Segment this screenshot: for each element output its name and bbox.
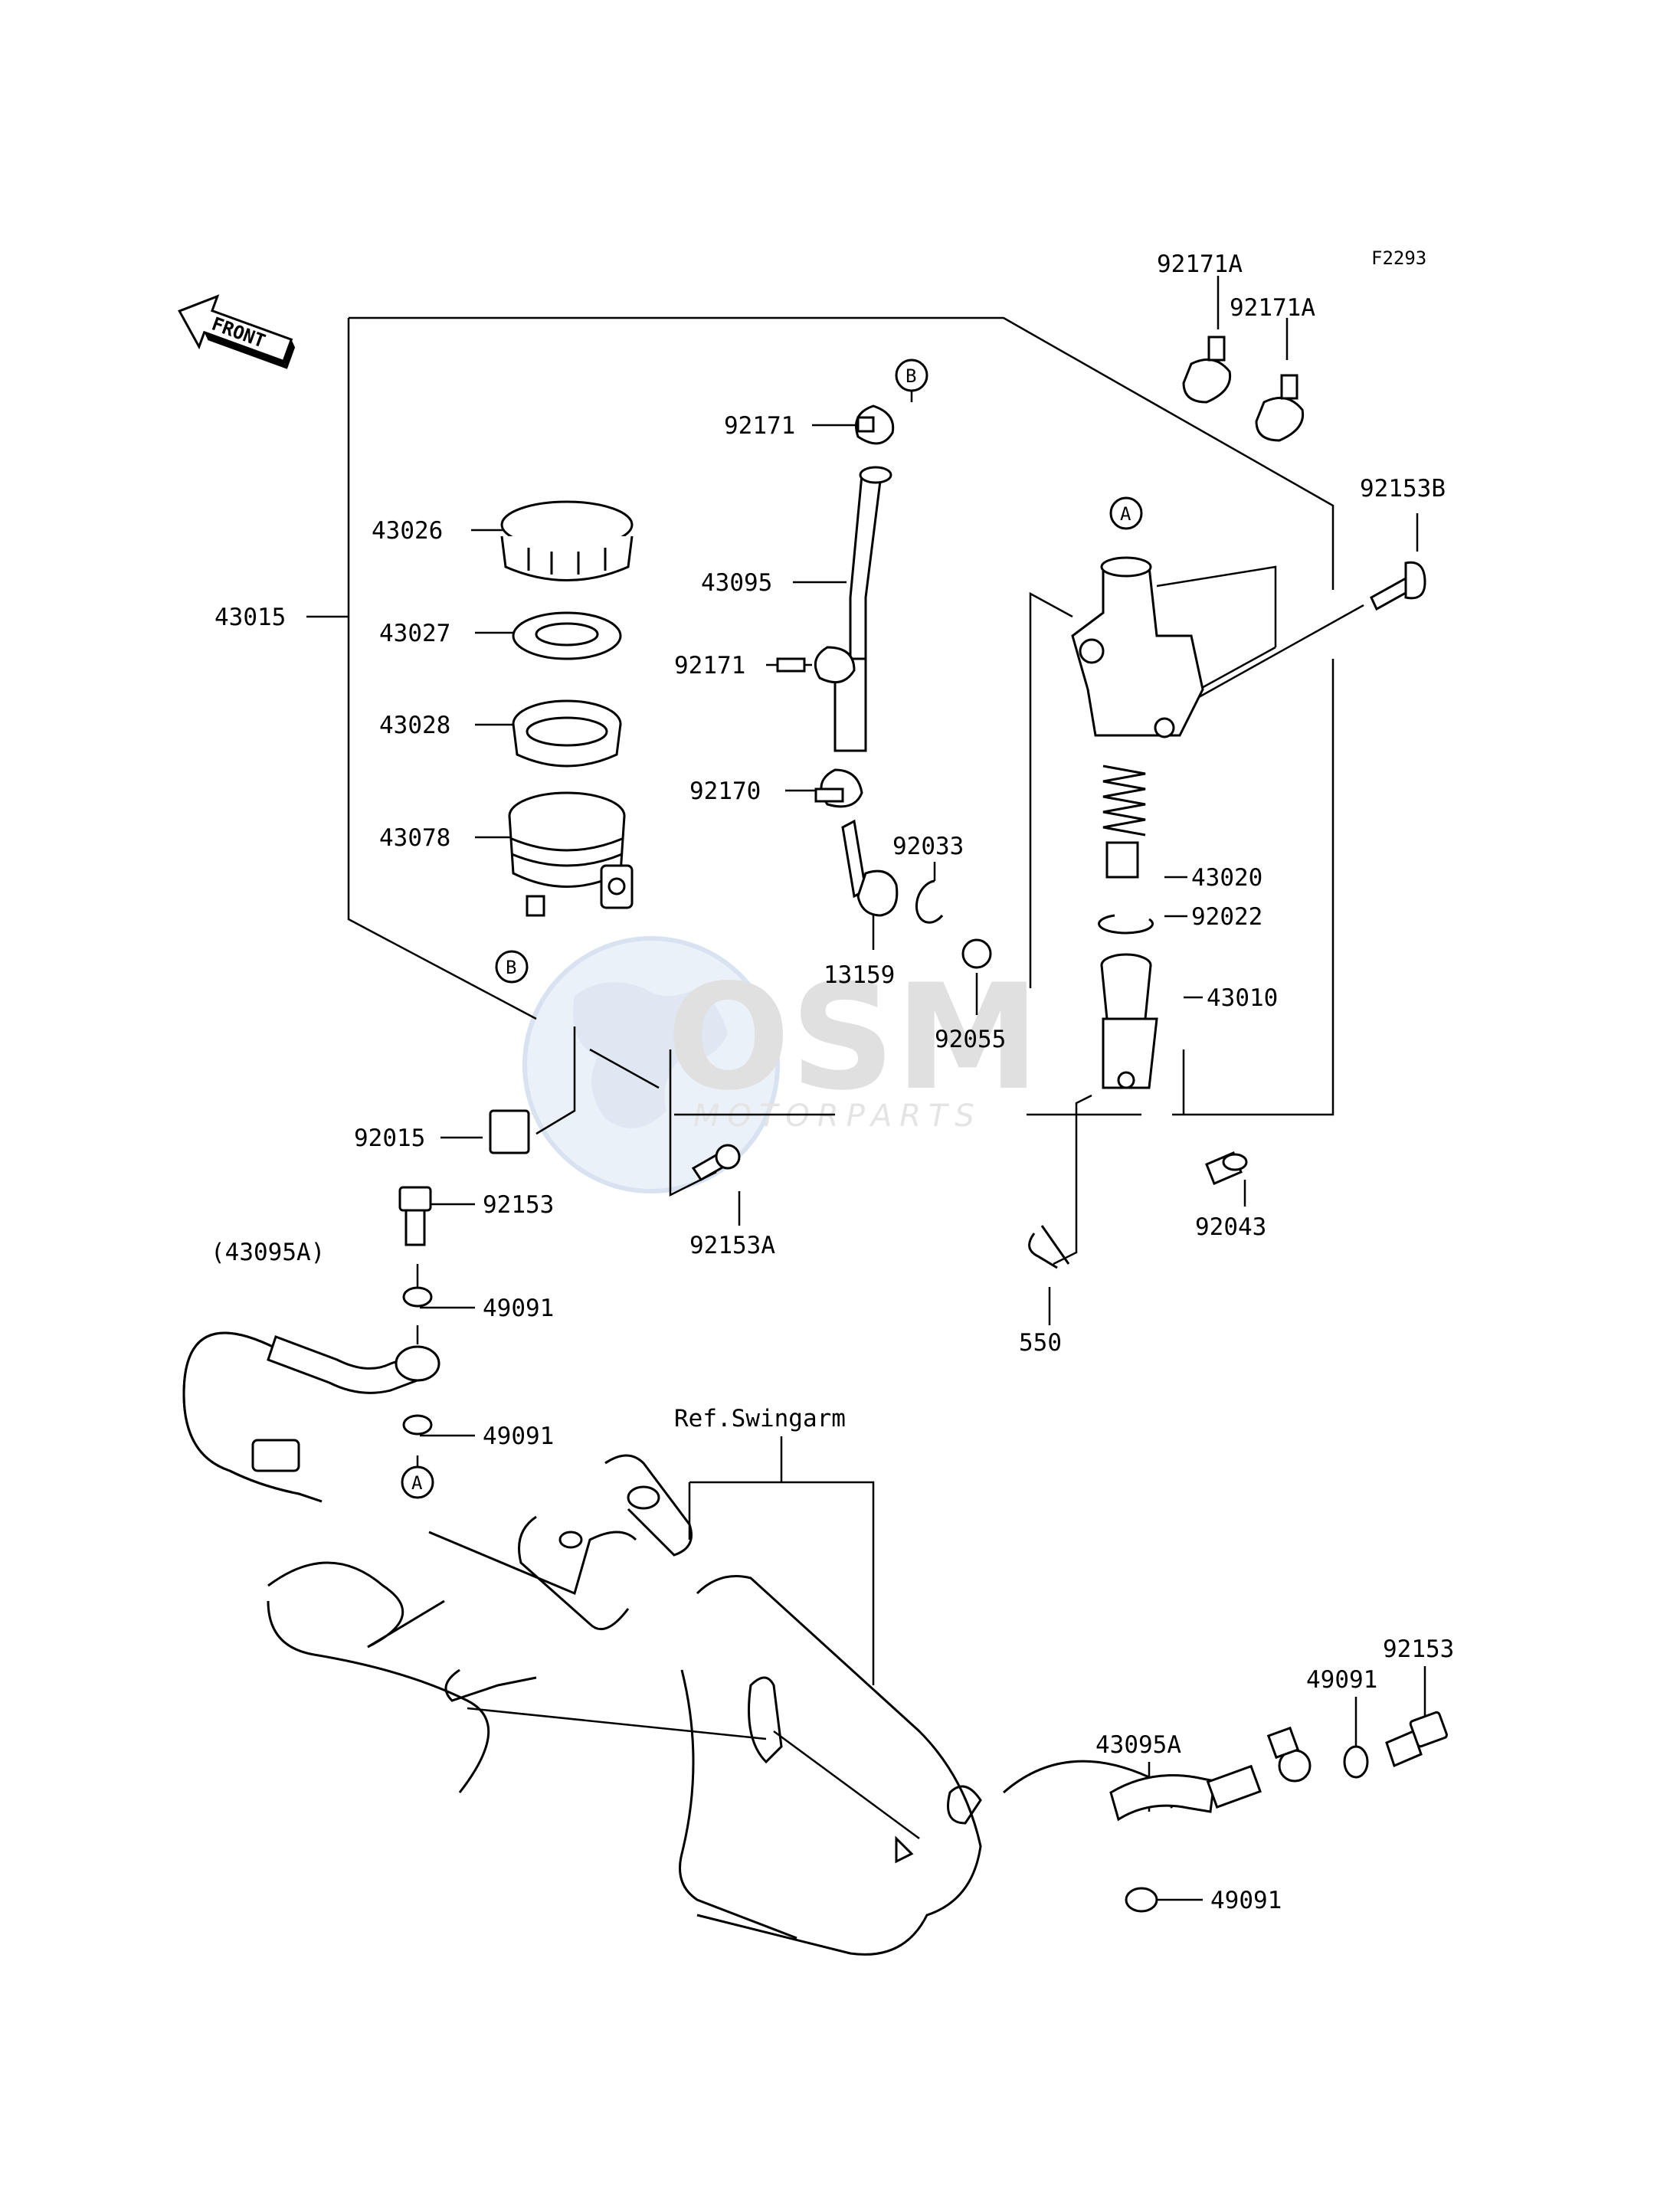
label-92171A-1: 92171A — [1157, 250, 1243, 278]
washer-49091-4 — [1125, 1887, 1158, 1913]
callout-b-bottom-label: B — [506, 957, 516, 978]
label-49091-1: 49091 — [483, 1295, 554, 1322]
callout-a-bottom: A — [401, 1465, 434, 1499]
label-92043: 92043 — [1195, 1213, 1266, 1241]
label-92153-top: 92153 — [483, 1191, 554, 1219]
label-43015: 43015 — [215, 604, 286, 631]
washer-49091-3 — [1343, 1745, 1369, 1779]
callout-a-top-label: A — [1120, 503, 1131, 525]
label-92170: 92170 — [689, 778, 761, 805]
banjo-bolt-92153-bot — [1385, 1711, 1448, 1768]
callout-b-bottom: B — [495, 950, 529, 984]
label-92171A-2: 92171A — [1230, 294, 1315, 322]
spring-43020 — [1102, 765, 1146, 879]
connector-13159 — [841, 819, 899, 917]
label-92015: 92015 — [354, 1125, 425, 1152]
label-92055: 92055 — [935, 1026, 1006, 1053]
reservoir-43078 — [508, 791, 634, 917]
swingarm-ref — [267, 1454, 1174, 1956]
diaphragm-plate-43027 — [512, 611, 622, 660]
washer-49091-2 — [402, 1414, 433, 1436]
pin-92043 — [1205, 1151, 1248, 1185]
cotter-pin-550 — [1028, 1225, 1070, 1269]
label-92033: 92033 — [892, 833, 964, 860]
label-92171-mid: 92171 — [674, 652, 745, 679]
watermark-sub: MOTORPARTS — [693, 1098, 982, 1134]
callout-b-top: B — [895, 359, 928, 392]
piston-43010 — [1100, 953, 1158, 1089]
label-92171-top: 92171 — [724, 412, 795, 440]
label-43095: 43095 — [701, 569, 772, 597]
label-43010: 43010 — [1207, 984, 1278, 1012]
label-92153A: 92153A — [689, 1232, 775, 1259]
circlip-92033 — [915, 879, 944, 924]
callout-b-top-label: B — [905, 365, 916, 387]
o-ring-92055 — [961, 938, 992, 969]
bolt-92153A — [691, 1144, 741, 1181]
master-cylinder-body — [1071, 556, 1204, 738]
front-arrow-icon: FRONT — [178, 294, 296, 369]
circlip-92022 — [1098, 914, 1154, 935]
banjo-bolt-92153-top — [398, 1186, 432, 1246]
label-43078: 43078 — [379, 824, 450, 852]
part-labels: 92171A 92171A 92153B 92171 43026 43015 4… — [211, 250, 1454, 1914]
clamp-92170 — [814, 768, 863, 808]
watermark: OSM MOTORPARTS — [522, 936, 1040, 1193]
hose-43095A-ref — [182, 1331, 440, 1503]
label-43095A-ref: (43095A) — [211, 1239, 325, 1266]
bolt-92153B — [1370, 561, 1426, 611]
label-49091-4: 49091 — [1210, 1887, 1282, 1914]
callout-a-bottom-label: A — [411, 1472, 423, 1494]
nut-92015 — [489, 1109, 530, 1154]
label-49091-2: 49091 — [483, 1423, 554, 1450]
label-43028: 43028 — [379, 712, 450, 739]
clamp-92171A-2 — [1255, 374, 1305, 442]
figure-code: F2293 — [1371, 247, 1426, 269]
cap-43026 — [500, 500, 634, 581]
label-43020: 43020 — [1191, 864, 1262, 892]
assembly-outline — [347, 316, 1364, 1265]
washer-49091-1 — [402, 1286, 433, 1308]
label-ref-swingarm: Ref.Swingarm — [674, 1405, 846, 1432]
label-43027: 43027 — [379, 620, 450, 647]
label-92153B: 92153B — [1360, 475, 1446, 503]
clamp-92171A-1 — [1182, 336, 1232, 404]
callout-a-top: A — [1109, 496, 1143, 530]
label-43026: 43026 — [372, 517, 443, 545]
clamp-92171-top — [855, 404, 895, 445]
label-92022: 92022 — [1191, 903, 1262, 931]
hose-43095 — [833, 466, 892, 752]
hose-43095A — [1109, 1726, 1312, 1822]
label-49091-3: 49091 — [1306, 1666, 1377, 1694]
clamp-92171-mid — [776, 646, 856, 684]
label-550: 550 — [1019, 1329, 1062, 1357]
label-13159: 13159 — [824, 961, 895, 989]
diaphragm-43028 — [512, 699, 622, 768]
label-43095A: 43095A — [1095, 1731, 1181, 1759]
label-92153-bot: 92153 — [1383, 1635, 1454, 1663]
